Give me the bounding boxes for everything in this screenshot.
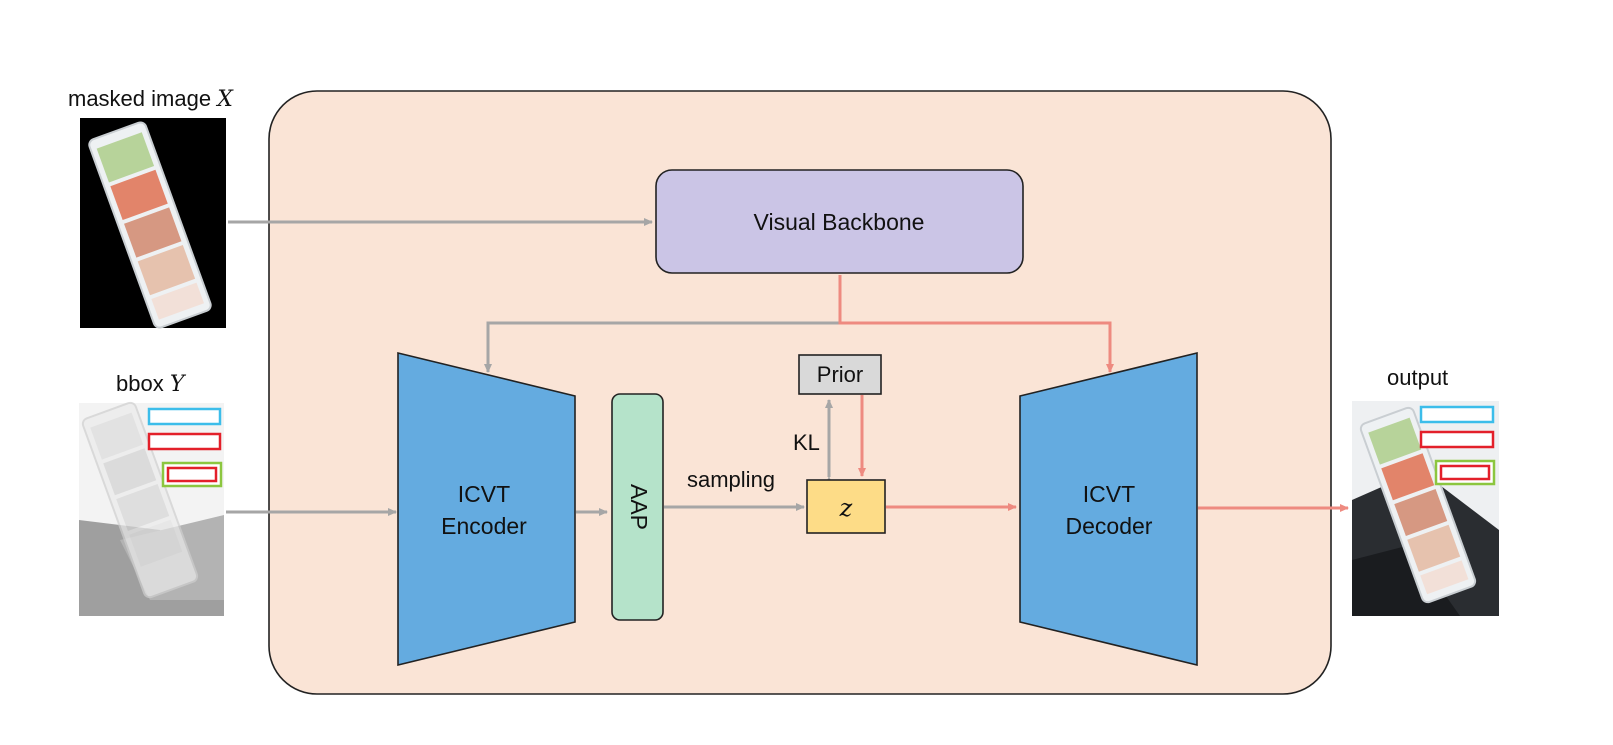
aap-box <box>611 393 664 621</box>
bbox-variable: Y <box>169 372 185 397</box>
output-bbox-red-inner-icon <box>1439 464 1491 481</box>
red-arrows <box>838 275 1349 512</box>
icvt-decoder-shape <box>1019 351 1198 667</box>
output-bbox-red-icon <box>1419 430 1495 449</box>
output-bbox-blue-icon <box>1419 405 1495 424</box>
bbox-label: bbox Y <box>116 371 184 397</box>
arrow-backbone-to-encoder <box>484 321 840 373</box>
prior-box <box>798 354 882 395</box>
icvt-encoder-shape <box>397 351 576 667</box>
gray-arrows <box>226 218 840 516</box>
bbox-red-inner-icon <box>166 466 218 483</box>
visual-backbone-label: Visual Backbone <box>754 209 925 235</box>
arrow-backbone-to-decoder <box>838 275 1114 373</box>
aap-label: AAP <box>626 484 652 530</box>
output-label: output <box>1387 365 1448 391</box>
latent-z-box <box>806 479 886 534</box>
decoder-label-line2: Decoder <box>1066 513 1153 539</box>
kl-label: KL <box>793 430 820 455</box>
masked-image-variable: X <box>217 87 233 112</box>
sampling-label: sampling <box>687 467 775 492</box>
prior-label: Prior <box>817 362 863 387</box>
bbox-red-icon <box>147 432 222 451</box>
latent-z-label: z <box>839 494 853 522</box>
masked-image-label-text: masked image <box>68 86 212 111</box>
encoder-label-line2: Encoder <box>441 513 527 539</box>
output-label-text: output <box>1387 365 1449 390</box>
masked-image-label: masked image X <box>68 86 233 112</box>
encoder-label-line1: ICVT <box>458 481 510 507</box>
bbox-thumbnail <box>79 401 224 616</box>
visual-backbone-box <box>655 169 1024 274</box>
bbox-label-text: bbox <box>116 371 164 396</box>
masked-image-thumbnail <box>80 118 226 329</box>
bbox-blue-icon <box>147 407 222 426</box>
output-thumbnail <box>1352 401 1499 616</box>
decoder-label-line1: ICVT <box>1083 481 1135 507</box>
